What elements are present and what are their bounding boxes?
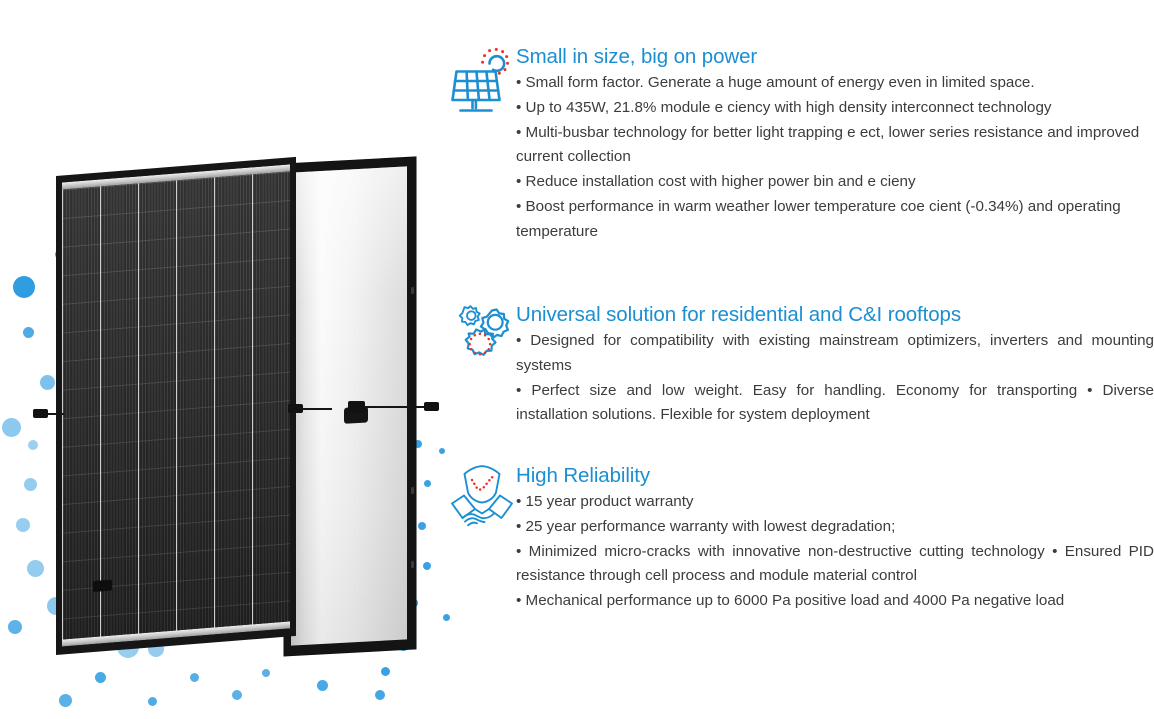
solar-cell-column	[138, 180, 177, 634]
decorative-dot	[317, 680, 328, 691]
mc4-connector-icon	[33, 409, 48, 418]
decorative-dot	[148, 697, 157, 706]
decorative-dot	[232, 690, 242, 700]
bullet-item: • Minimized micro-cracks with innovative…	[516, 542, 1154, 585]
solar-cell-column	[62, 186, 101, 640]
decorative-dot	[414, 440, 422, 448]
frame-tick-icon	[410, 486, 414, 495]
bullet-item: • Designed for compatibility with existi…	[516, 332, 1154, 374]
feature-body: Universal solution for residential and C…	[516, 302, 1154, 428]
mc4-connector-icon	[424, 402, 439, 411]
feature-section-small-in-size: Small in size, big on power • Small form…	[448, 44, 1154, 245]
decorative-dot	[2, 418, 21, 437]
cable	[354, 406, 436, 408]
feature-bullets: • 15 year product warranty • 25 year per…	[516, 490, 1154, 614]
feature-list: Small in size, big on power • Small form…	[448, 0, 1154, 719]
solar-cell-column	[252, 171, 290, 625]
gears-icon	[448, 304, 516, 374]
feature-title: Small in size, big on power	[516, 45, 758, 68]
feature-section-high-reliability: High Reliability • 15 year product warra…	[448, 463, 1154, 614]
bullet-item: • Up to 435W, 21.8% module e ciency with…	[516, 98, 1052, 116]
decorative-dot	[23, 327, 34, 338]
decorative-dot	[59, 694, 72, 707]
frame-tick-icon	[410, 560, 414, 569]
solar-cell-column	[100, 183, 139, 637]
feature-body: High Reliability • 15 year product warra…	[516, 463, 1154, 614]
mc4-connector-icon	[348, 401, 365, 413]
feature-title: Universal solution for residential and C…	[516, 303, 961, 326]
mc4-connector-icon	[288, 404, 303, 413]
decorative-dot	[28, 440, 38, 450]
cable	[38, 413, 64, 415]
shield-handshake-icon	[448, 465, 516, 535]
decorative-dot	[262, 669, 270, 677]
solar-panel-assembly	[0, 0, 450, 719]
solar-cell-column	[214, 174, 253, 628]
decorative-dot	[418, 522, 426, 530]
bullet-item: • Small form factor. Generate a huge amo…	[516, 74, 1035, 91]
front-junction-box	[93, 579, 112, 593]
decorative-dot	[381, 667, 390, 676]
decorative-dot	[190, 673, 199, 682]
bullet-item: • 15 year product warranty	[516, 493, 694, 510]
feature-body: Small in size, big on power • Small form…	[516, 44, 1154, 245]
decorative-dot	[423, 562, 431, 570]
product-visual	[0, 0, 450, 719]
decorative-dot	[424, 480, 431, 487]
solar-cell-column	[176, 177, 215, 631]
bullet-item: • Multi-busbar technology for better lig…	[516, 123, 1140, 166]
decorative-dot	[16, 518, 30, 532]
feature-section-universal-solution: Universal solution for residential and C…	[448, 302, 1154, 428]
front-solar-module	[56, 156, 296, 656]
feature-title: High Reliability	[516, 464, 650, 487]
solar-panel-sun-icon	[448, 46, 516, 116]
decorative-dot	[443, 614, 450, 621]
feature-bullets: • Small form factor. Generate a huge amo…	[516, 71, 1154, 245]
decorative-dot	[439, 448, 445, 454]
decorative-dot	[8, 620, 22, 634]
feature-bullets: • Designed for compatibility with existi…	[516, 329, 1154, 428]
front-module-glass	[62, 164, 290, 647]
decorative-dot	[27, 560, 44, 577]
bullet-item: • Perfect size and low weight. Easy for …	[516, 381, 1154, 424]
frame-tick-icon	[410, 286, 414, 295]
decorative-dot	[40, 375, 55, 390]
bullet-item: • Boost performance in warm weather lowe…	[516, 197, 1121, 240]
bullet-item: • Mechanical performance up to 6000 Pa p…	[516, 592, 1065, 610]
decorative-dot	[24, 478, 37, 491]
decorative-dot	[13, 276, 35, 298]
decorative-dot	[375, 690, 385, 700]
decorative-dot	[95, 672, 106, 683]
cable	[292, 408, 332, 410]
bullet-item: • Reduce installation cost with higher p…	[516, 173, 916, 191]
bullet-item: • 25 year performance warranty with lowe…	[516, 517, 896, 535]
